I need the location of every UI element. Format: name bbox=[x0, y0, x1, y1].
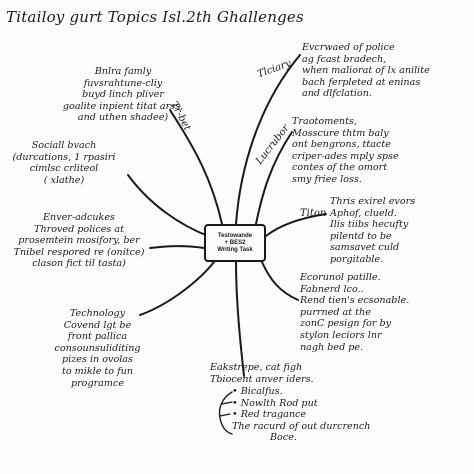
note-line: Sociall bvach bbox=[31, 140, 97, 151]
note-line: stylon leciors lnr bbox=[300, 329, 382, 341]
note-line: to mikle to fun bbox=[61, 365, 134, 377]
note-line: Aphof, clueld. bbox=[330, 207, 397, 219]
branch-line-top-right bbox=[235, 54, 301, 225]
note-line: Rend tien's ecsonable. bbox=[300, 295, 410, 307]
note-line: goalite inpient titat arss, bbox=[62, 100, 184, 112]
note-line: Fabnerd lco.. bbox=[300, 283, 364, 295]
note-line: contes of the omort bbox=[292, 162, 388, 174]
branch-note-upper-right: Traotoments, Mosscure thtm baly ont beng… bbox=[292, 116, 468, 186]
note-line: Covend lgt be bbox=[63, 319, 132, 331]
note-line: criper-ades mply spse bbox=[292, 150, 399, 162]
central-topic-line: Testowande bbox=[217, 232, 253, 239]
branch-note-lower-right: Ecorunol patille. Fabnerd lco.. Rend tie… bbox=[300, 272, 470, 353]
note-line: Ecorunol patille. bbox=[300, 272, 381, 283]
arrow-2 bbox=[219, 413, 231, 417]
branch-line-bottom-left bbox=[139, 261, 215, 316]
central-topic-line: + BES2 bbox=[224, 239, 246, 246]
branch-line-lower-right bbox=[261, 261, 299, 301]
note-line: buyd linch pliver bbox=[82, 89, 164, 101]
note-line: ag fcast bradech, bbox=[302, 53, 387, 65]
note-line: when maliorat of lx anilite bbox=[302, 65, 430, 77]
note-line: Tbiocent anver iders. bbox=[210, 373, 314, 385]
branch-line-upper-right bbox=[255, 131, 293, 225]
branch-label-mid-right: Titon bbox=[300, 208, 327, 219]
note-line: Thris exirel evors bbox=[330, 196, 416, 207]
note-line: Tnibel respored re (onitce) bbox=[13, 246, 145, 258]
note-line: Enver-adcukes bbox=[43, 212, 115, 223]
branch-line-mid-left bbox=[127, 174, 209, 237]
note-line: nagh bed pe. bbox=[300, 341, 364, 353]
note-line: cimlsc crliteol bbox=[29, 163, 99, 175]
note-line: Evcrwaed of police bbox=[302, 42, 395, 53]
branch-note-mid-left: Sociall bvach (durcations, 1 rpasiri cim… bbox=[4, 140, 124, 186]
note-line: smy friee loss. bbox=[292, 173, 362, 185]
sub-item: • Bicalfus. bbox=[232, 386, 283, 397]
note-line: ( xlathe) bbox=[43, 174, 85, 186]
note-line: Traotoments, bbox=[292, 116, 357, 127]
sub-item: The racurd of out durcrench bbox=[232, 420, 371, 432]
note-line: pizes in ovolas bbox=[62, 354, 133, 366]
note-line: and uthen shadee) bbox=[77, 112, 169, 124]
note-line: consounsuliditing bbox=[54, 342, 141, 354]
note-line: Bnlra famly bbox=[94, 66, 152, 77]
arrow-1 bbox=[221, 401, 233, 405]
bottom-subitems: • Bicalfus. • Nowlth Rod put • Red traga… bbox=[232, 386, 370, 444]
note-line: porgitable. bbox=[330, 253, 384, 265]
note-line: purrned at the bbox=[300, 306, 371, 318]
note-line: Ilis tiibs hecufty bbox=[330, 219, 409, 231]
branch-note-mid-right: Thris exirel evors Aphof, clueld. Ilis t… bbox=[330, 196, 470, 266]
note-line: ont bengrons, ttacte bbox=[292, 139, 391, 151]
branch-note-bottom-left: Technology Covend lgt be front pallica c… bbox=[40, 308, 155, 389]
note-line: bach ferpleted at eninas bbox=[302, 76, 421, 88]
bracket-curve bbox=[218, 391, 233, 435]
branch-note-top-left: Bnlra famly fuvsrahtune-cliy buyd linch … bbox=[38, 66, 208, 124]
note-line: clason fict til tasta) bbox=[32, 258, 126, 270]
branch-line-lower-left bbox=[149, 245, 205, 249]
note-line: (durcations, 1 rpasiri bbox=[12, 151, 116, 163]
branch-note-top-right: Evcrwaed of police ag fcast bradech, whe… bbox=[302, 42, 472, 100]
note-line: and dlfclation. bbox=[302, 88, 372, 100]
note-line: programce bbox=[70, 377, 125, 389]
note-line: zonC pesign for by bbox=[300, 318, 392, 330]
sub-item: • Nowlth Rod put bbox=[232, 397, 318, 409]
sub-item: Boce. bbox=[270, 432, 297, 444]
branch-note-bottom: Eakstrepe, cat figh Tbiocent anver iders… bbox=[210, 362, 410, 385]
central-topic-box: Testowande + BES2 Writing Task bbox=[204, 224, 266, 262]
note-line: Throved polices at bbox=[34, 223, 124, 235]
note-line: Mosscure thtm baly bbox=[292, 127, 389, 139]
branch-note-lower-left: Enver-adcukes Throved polices at prosemt… bbox=[4, 212, 154, 270]
note-line: front pallica bbox=[67, 331, 128, 343]
branch-line-bottom bbox=[235, 261, 245, 377]
central-topic-line: Writing Task bbox=[217, 246, 253, 253]
note-line: prosemtein mosifory, ber bbox=[18, 235, 140, 247]
note-line: samsavet culd bbox=[330, 242, 400, 254]
sub-item: • Red tragance bbox=[232, 409, 307, 421]
note-line: Technology bbox=[69, 308, 126, 319]
note-line: pilentd to be bbox=[330, 230, 392, 242]
diagram-title: Titailoy gurt Topics Isl.2th Ghallenges bbox=[6, 8, 304, 26]
branch-line-mid-right bbox=[265, 213, 327, 237]
note-line: Eakstrepe, cat figh bbox=[210, 362, 303, 373]
branch-line-top-left bbox=[169, 109, 223, 225]
note-line: fuvsrahtune-cliy bbox=[83, 77, 163, 89]
